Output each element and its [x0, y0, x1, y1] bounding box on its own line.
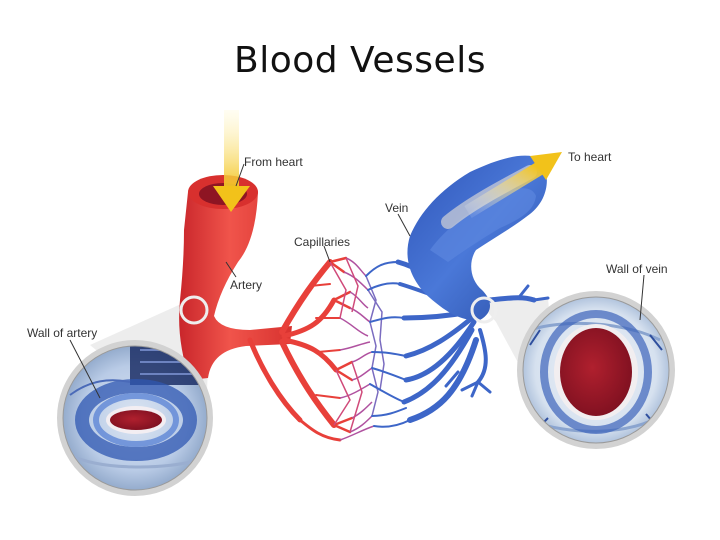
vein-wall-micrograph — [517, 291, 675, 449]
artery-zoom-marker — [179, 295, 209, 325]
label-wall-of-vein: Wall of vein — [606, 262, 668, 276]
artery-wall-micrograph — [57, 340, 213, 496]
label-wall-of-artery: Wall of artery — [27, 326, 97, 340]
blood-flow-arrow-out — [464, 152, 562, 218]
label-vein: Vein — [385, 201, 408, 215]
blood-flow-arrow-in — [213, 110, 250, 212]
label-from-heart: From heart — [244, 155, 303, 169]
label-capillaries: Capillaries — [294, 235, 350, 249]
vein-zoom-marker — [470, 296, 498, 324]
label-to-heart: To heart — [568, 150, 612, 164]
arterioles — [247, 256, 354, 442]
page-title: Blood Vessels — [234, 40, 486, 81]
capillaries — [329, 257, 385, 441]
leader-lines — [69, 163, 645, 399]
label-artery: Artery — [230, 278, 262, 292]
